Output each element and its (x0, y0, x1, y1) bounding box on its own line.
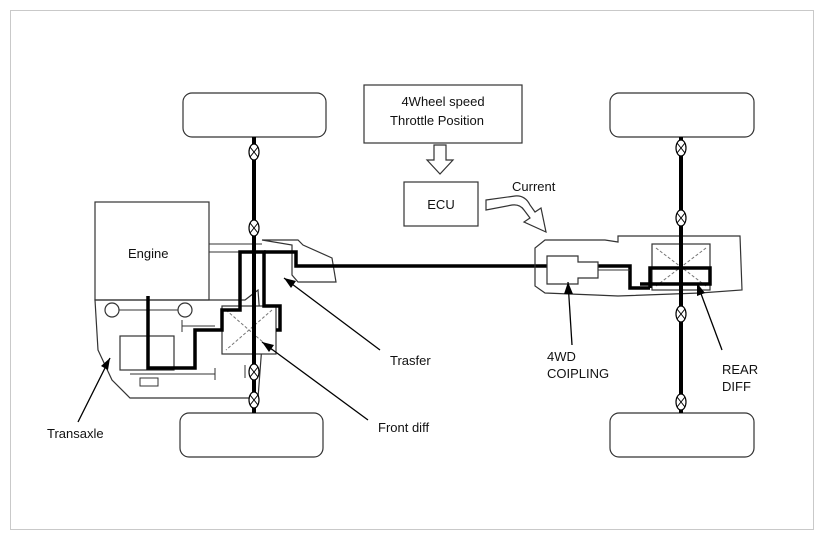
sensor-box (363, 84, 523, 144)
front-diff-label: Front diff (378, 420, 429, 435)
current-arrow (485, 195, 547, 234)
rear-diff-power-loop (640, 266, 712, 288)
diagram-frame (10, 10, 814, 530)
coupling-label-line1: 4WD (547, 349, 576, 364)
ecu-box (403, 181, 479, 227)
transfer-callout (283, 277, 381, 351)
rear-right-wheel (609, 412, 755, 458)
rear-cv-joint-3 (675, 305, 687, 323)
rear-diff-label-line2: DIFF (722, 379, 751, 394)
rear-left-wheel (609, 92, 755, 138)
propeller-shaft (264, 250, 650, 290)
transaxle-label: Transaxle (47, 426, 104, 441)
rear-diff-callout (696, 282, 723, 351)
front-left-wheel (182, 92, 327, 138)
coupling-callout (564, 281, 573, 346)
power-flow-engine-to-diff (146, 250, 282, 370)
rear-cv-joint-4 (675, 393, 687, 411)
sensor-label-line2: Throttle Position (390, 113, 484, 128)
front-cv-joint-4 (248, 391, 260, 409)
rear-cv-joint-2 (675, 209, 687, 227)
coupling-inner (546, 255, 599, 285)
rear-cv-joint-1 (675, 139, 687, 157)
sensor-label-line1: 4Wheel speed (401, 94, 484, 109)
rear-diff-label-line1: REAR (722, 362, 758, 377)
front-right-wheel (179, 412, 324, 458)
front-cv-joint-2 (248, 219, 260, 237)
ecu-label: ECU (427, 197, 454, 212)
coupling-label-line2: COIPLING (547, 366, 609, 381)
current-label: Current (512, 179, 556, 194)
front-cv-joint-3 (248, 363, 260, 381)
signal-down-arrow (425, 144, 455, 175)
front-diff-callout (261, 341, 369, 421)
transaxle-small-box (139, 377, 159, 387)
transaxle-circle-right (177, 302, 193, 318)
engine-label: Engine (128, 246, 168, 261)
front-cv-joint-1 (248, 143, 260, 161)
transaxle-circle-left (104, 302, 120, 318)
transfer-housing (261, 239, 337, 283)
transaxle-callout (77, 357, 111, 423)
transfer-label: Trasfer (390, 353, 431, 368)
front-diff-gear-b (225, 309, 273, 351)
